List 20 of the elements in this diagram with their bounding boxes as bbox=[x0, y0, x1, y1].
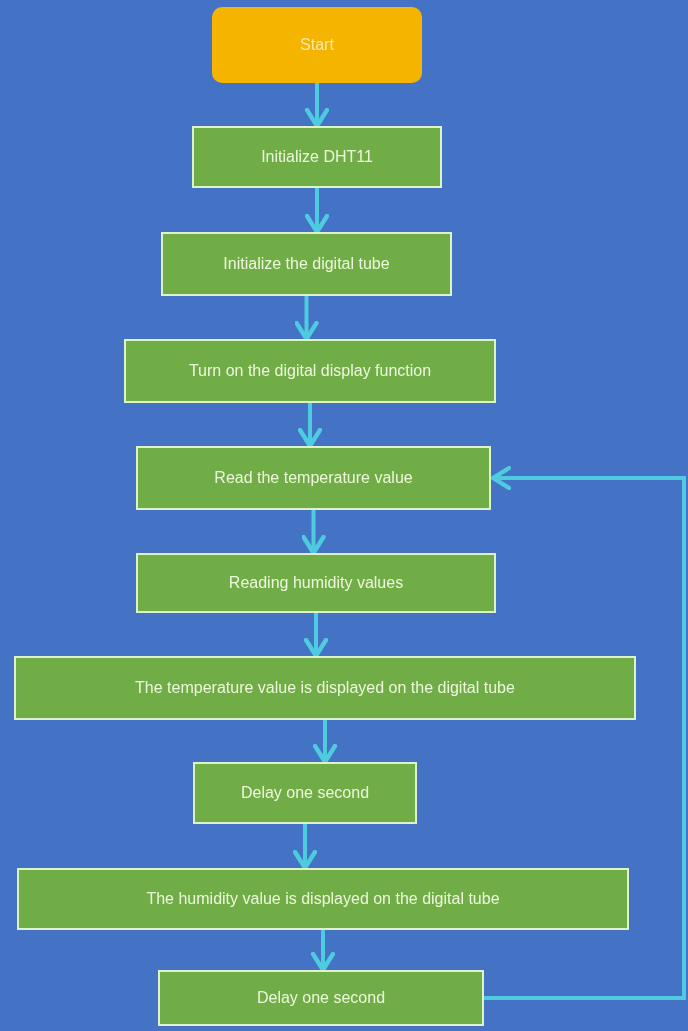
process-box: Read the temperature value bbox=[136, 446, 491, 510]
process-box: Initialize the digital tube bbox=[161, 232, 452, 296]
process-box: Reading humidity values bbox=[136, 553, 496, 613]
process-box: The humidity value is displayed on the digital tube bbox=[17, 868, 629, 930]
arrow bbox=[304, 188, 330, 235]
arrow bbox=[484, 465, 686, 1000]
arrow bbox=[297, 403, 323, 449]
process-box: Delay one second bbox=[193, 762, 417, 824]
arrow bbox=[292, 824, 318, 871]
process-box: Delay one second bbox=[158, 970, 484, 1026]
start-terminal: Start bbox=[212, 7, 422, 83]
arrow bbox=[303, 613, 329, 659]
arrow bbox=[310, 930, 336, 973]
process-box: The temperature value is displayed on the digital tube bbox=[14, 656, 636, 720]
arrow bbox=[312, 720, 338, 765]
arrow bbox=[294, 296, 319, 342]
arrow bbox=[301, 510, 326, 556]
process-box: Initialize DHT11 bbox=[192, 126, 442, 188]
process-box: Turn on the digital display function bbox=[124, 339, 496, 403]
arrow bbox=[304, 83, 330, 129]
